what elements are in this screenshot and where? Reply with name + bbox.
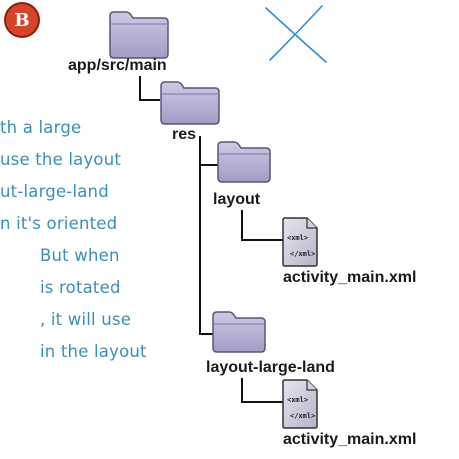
folder-icon — [217, 141, 271, 183]
folder-label-layout: layout — [213, 191, 261, 208]
folder-icon — [109, 11, 169, 59]
connector-root-res — [139, 76, 160, 101]
step-badge: B — [6, 4, 38, 36]
cross-mark-icon — [265, 5, 327, 63]
xml-open-tag: <xml> — [287, 234, 309, 242]
xml-close-tag: </xml> — [290, 250, 316, 258]
annotation-line: is rotated — [40, 278, 121, 297]
xml-file-icon — [282, 217, 318, 267]
folder-label-res: res — [172, 126, 197, 143]
connector-res-layout — [199, 136, 218, 166]
annotation-line: in the layout — [40, 342, 147, 361]
annotation-line: n it's oriented — [0, 214, 118, 233]
xml-file-icon — [282, 379, 318, 429]
folder-label-app-src-main: app/src/main — [68, 57, 167, 74]
connector-layout-file — [241, 210, 283, 241]
connector-large-land-file — [241, 378, 283, 403]
file-label-activity-main-layout: activity_main.xml — [283, 269, 417, 286]
annotation-line: ut-large-land — [0, 182, 109, 201]
annotation-line: But when — [40, 246, 120, 265]
annotation-line: use the layout — [0, 150, 122, 169]
folder-icon — [212, 311, 266, 353]
tree-connectors — [139, 76, 283, 403]
annotation-line: th a large — [0, 118, 82, 137]
folder-icon — [160, 81, 220, 125]
annotation-line: , it will use — [40, 310, 132, 329]
xml-open-tag: <xml> — [287, 396, 309, 404]
folder-label-layout-large-land: layout-large-land — [206, 359, 335, 376]
file-label-activity-main-large-land: activity_main.xml — [283, 431, 417, 448]
xml-close-tag: </xml> — [290, 412, 316, 420]
connector-res-layout-large-land — [199, 165, 213, 335]
step-badge-letter: B — [14, 9, 30, 31]
